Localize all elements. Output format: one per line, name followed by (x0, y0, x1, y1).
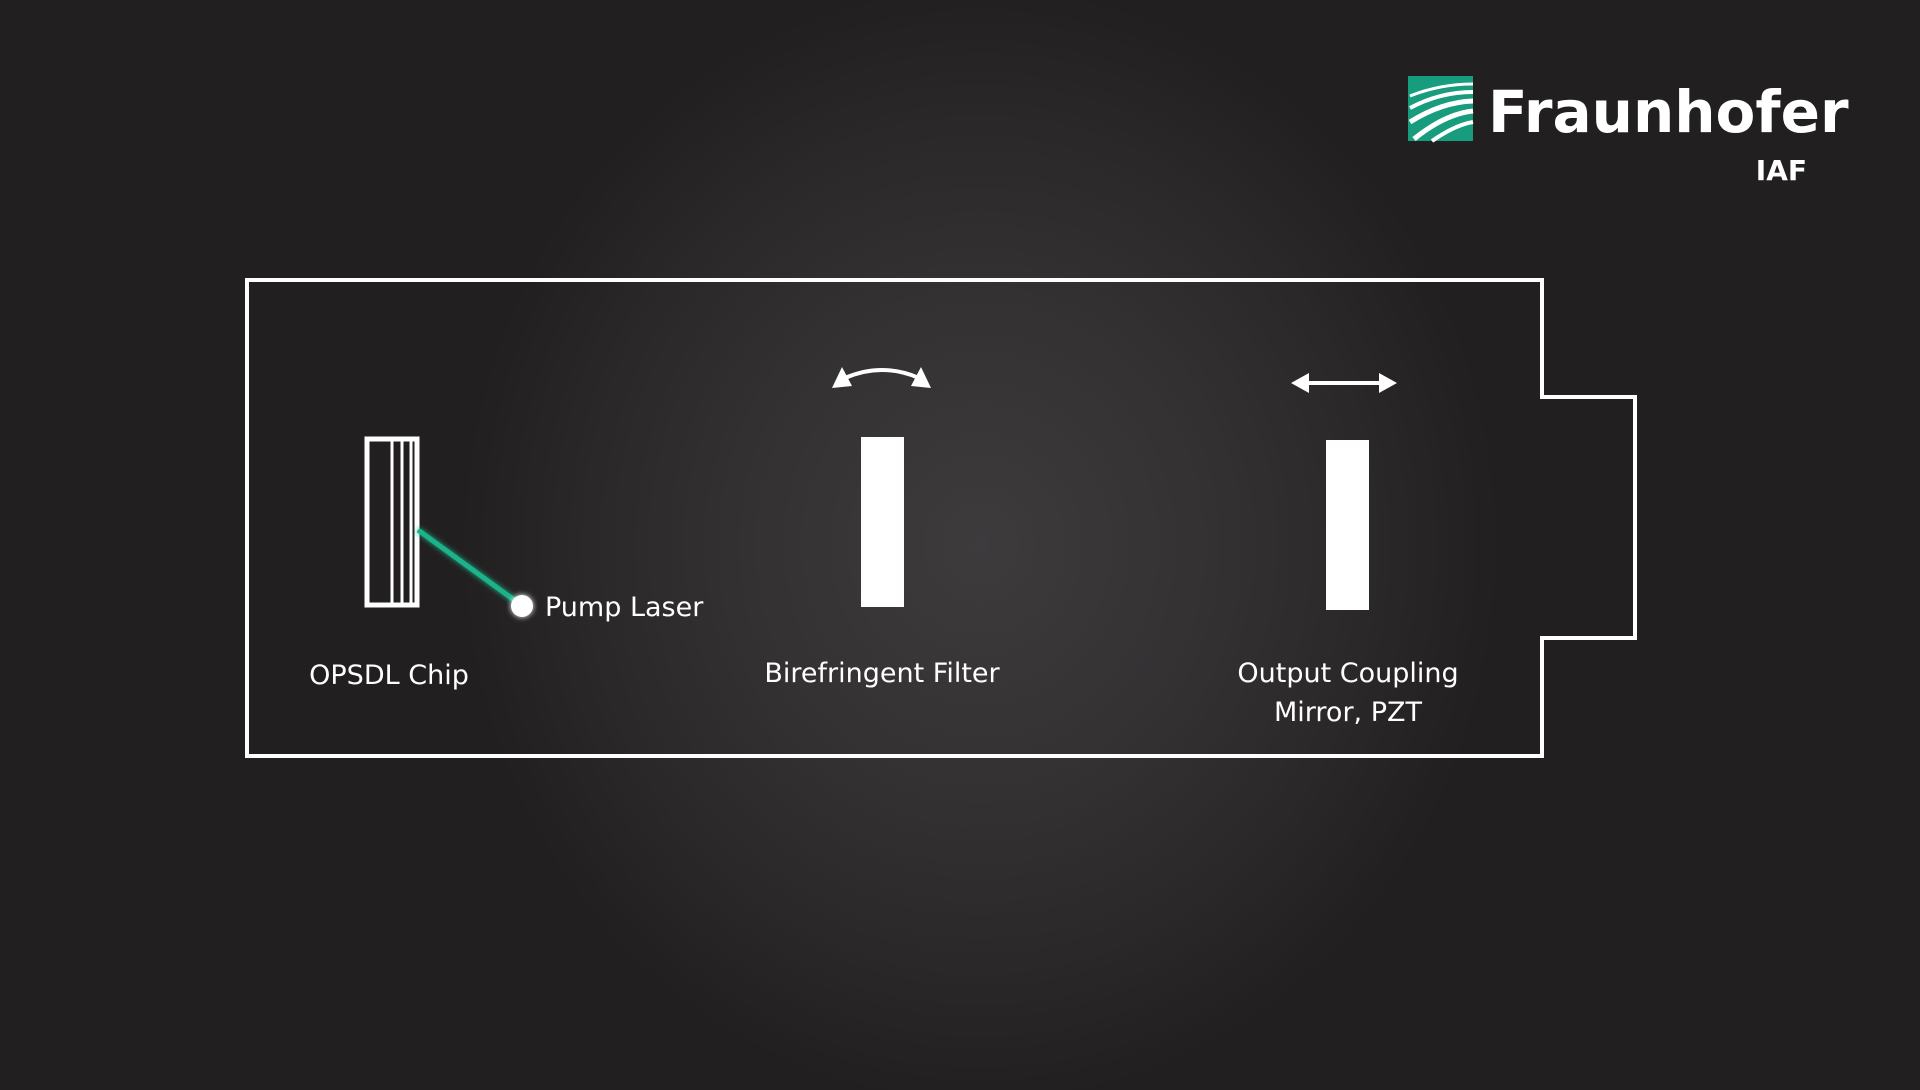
label-pump-laser: Pump Laser (545, 592, 704, 623)
label-birefringent-filter: Birefringent Filter (764, 658, 1000, 689)
opsdl-chip-icon (364, 436, 420, 608)
label-mirror-pzt: Mirror, PZT (1274, 697, 1422, 728)
translation-arrow-icon (1291, 373, 1397, 393)
logo-institute: IAF (1755, 154, 1807, 187)
output-coupling-mirror (1326, 440, 1369, 610)
cavity-housing (245, 278, 1637, 758)
label-opsdl-chip: OPSDL Chip (309, 660, 469, 691)
logo-wordmark: Fraunhofer (1488, 78, 1849, 146)
label-output-coupling: Output Coupling (1237, 658, 1459, 689)
pump-beam (416, 527, 523, 608)
pump-laser-source-icon (511, 595, 533, 617)
fraunhofer-logo-icon (1408, 76, 1474, 143)
rotation-arrow-icon (832, 367, 931, 388)
